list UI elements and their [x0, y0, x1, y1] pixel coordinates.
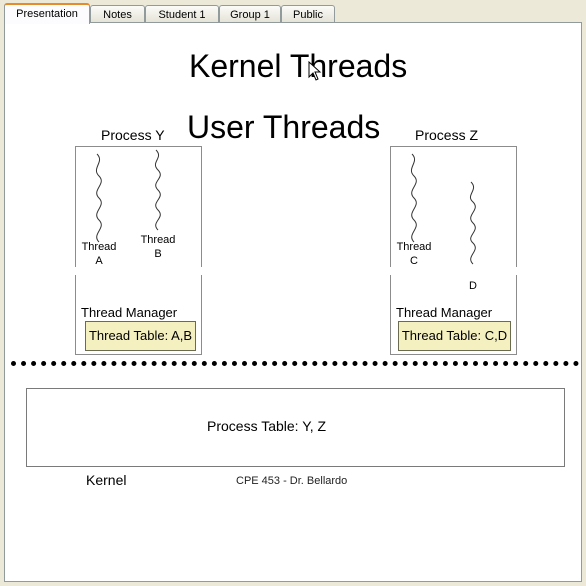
thread-id: A	[95, 255, 103, 267]
process-z-box	[390, 146, 517, 355]
slide-footer: CPE 453 - Dr. Bellardo	[236, 475, 348, 487]
process-y-thread-table: Thread Table: A,B	[85, 321, 196, 351]
thread-word: Thread	[396, 241, 432, 253]
process-z-thread-manager: Thread Manager	[396, 305, 493, 320]
user-kernel-boundary	[11, 361, 579, 366]
process-table-label: Process Table: Y, Z	[207, 418, 327, 434]
process-z-thread-table: Thread Table: C,D	[398, 321, 511, 351]
tab-group-1[interactable]: Group 1	[219, 5, 281, 23]
process-y-thread-manager: Thread Manager	[81, 305, 178, 320]
process-z-divider-gap	[388, 267, 519, 275]
process-z-label: Process Z	[415, 127, 479, 143]
thread-word: Thread	[81, 241, 117, 253]
kernel-label: Kernel	[86, 472, 127, 488]
thread-c-squiggle	[410, 153, 417, 243]
tab-label: Group 1	[230, 9, 270, 21]
process-table-box	[26, 388, 565, 467]
slide-canvas: Kernel Threads User Threads Process Y Th…	[5, 23, 581, 581]
thread-a-squiggle	[95, 153, 102, 243]
tab-student-1[interactable]: Student 1	[145, 5, 219, 23]
tab-label: Presentation	[16, 8, 78, 20]
process-y-box	[75, 146, 202, 355]
presentation-panel: Kernel Threads User Threads Process Y Th…	[4, 22, 582, 582]
tab-public[interactable]: Public	[281, 5, 335, 23]
tab-presentation[interactable]: Presentation	[4, 3, 90, 24]
thread-word: Thread	[140, 234, 176, 246]
tab-notes[interactable]: Notes	[90, 5, 145, 23]
thread-b-squiggle	[154, 149, 161, 231]
tab-label: Public	[293, 9, 323, 21]
kernel-threads-title: Kernel Threads	[189, 48, 408, 84]
process-y-divider-gap	[73, 267, 204, 275]
thread-id: D	[469, 280, 477, 292]
pointer-cursor-icon	[308, 61, 322, 81]
tab-label: Student 1	[158, 9, 206, 21]
user-threads-title: User Threads	[187, 109, 381, 145]
thread-id: C	[410, 255, 418, 267]
process-y-label: Process Y	[101, 127, 165, 143]
thread-id: B	[154, 248, 162, 260]
tab-label: Notes	[103, 9, 132, 21]
thread-d-squiggle	[469, 181, 476, 265]
